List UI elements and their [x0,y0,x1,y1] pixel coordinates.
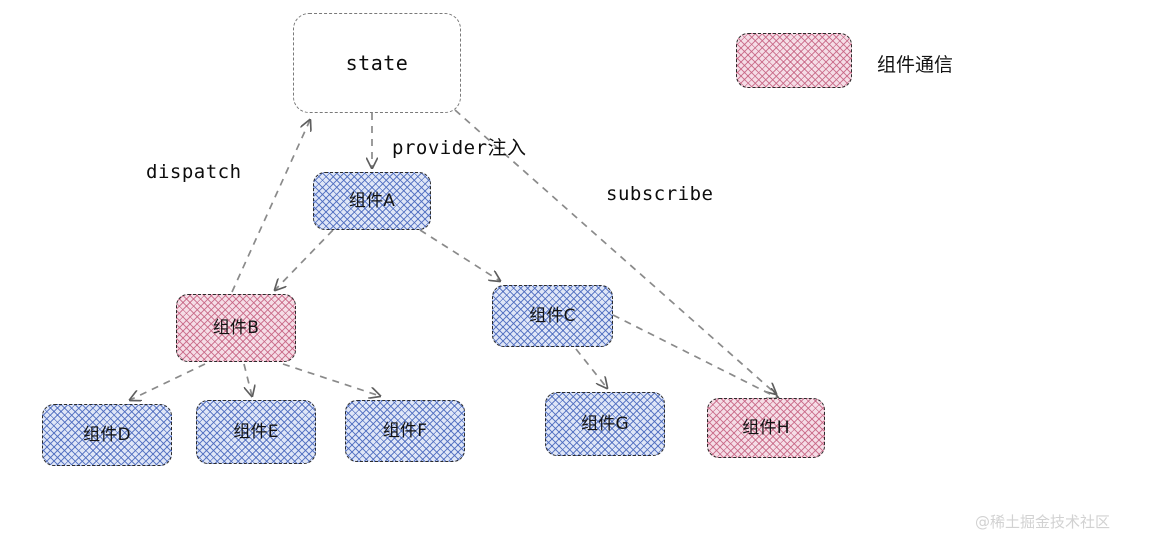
node-component-d-label: 组件D [83,424,131,445]
watermark: @稀土掘金技术社区 [975,513,1111,531]
edge-label-provider: provider注入 [392,137,527,159]
node-state[interactable]: state [293,13,461,113]
legend-swatch-component-communication [736,33,852,88]
edge-B-to-E [243,363,252,396]
node-component-e-label: 组件E [233,421,279,442]
node-component-a[interactable]: 组件A [313,172,431,230]
edge-A-to-C [419,229,500,281]
edge-C-to-G [575,348,607,388]
edge-A-to-B [275,229,334,290]
node-component-g-label: 组件G [581,413,629,434]
edge-B-to-state [231,120,310,293]
node-component-f-label: 组件F [382,420,428,441]
edge-B-to-F [282,363,380,396]
node-component-f[interactable]: 组件F [345,400,465,462]
node-component-e[interactable]: 组件E [196,400,316,464]
legend-label: 组件通信 [877,54,954,76]
node-state-label: state [345,51,409,75]
node-component-c[interactable]: 组件C [492,285,613,347]
node-component-h-label: 组件H [742,417,790,438]
node-component-c-label: 组件C [529,305,576,326]
edge-label-subscribe: subscribe [606,183,714,205]
node-component-h[interactable]: 组件H [707,398,825,458]
edge-C-to-H [612,314,778,398]
node-component-d[interactable]: 组件D [42,404,172,466]
node-component-b[interactable]: 组件B [176,294,296,362]
node-component-g[interactable]: 组件G [545,392,665,456]
node-component-a-label: 组件A [348,190,396,211]
node-component-b-label: 组件B [212,317,260,338]
edge-label-dispatch: dispatch [146,161,242,183]
edge-B-to-D [130,363,206,400]
